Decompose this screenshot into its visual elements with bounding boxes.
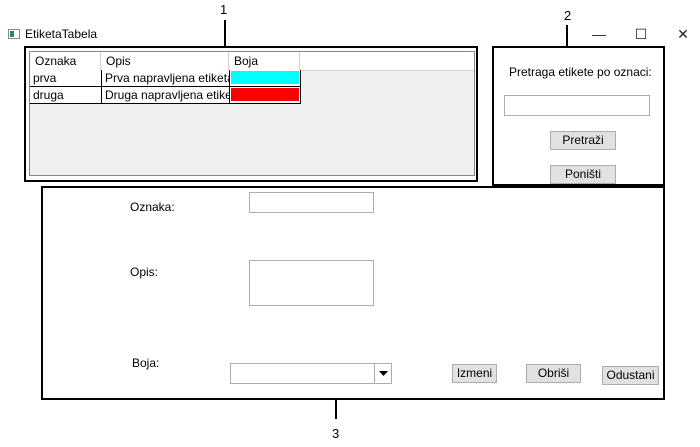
maximize-icon[interactable]: ☐ [634,26,648,42]
column-header-opis[interactable]: Opis [101,52,229,70]
labels-data-grid[interactable]: Oznaka Opis Boja prva Prva napravljena e… [29,51,475,176]
oznaka-field[interactable] [249,192,374,213]
region-search [492,46,665,186]
column-header-oznaka[interactable]: Oznaka [30,52,101,70]
window-title: EtiketaTabela [25,27,98,41]
callout-number-2: 2 [564,8,572,23]
search-label: Pretraga etikete po oznaci: [509,65,652,79]
boja-combobox[interactable] [230,363,392,384]
delete-button[interactable]: Obriši [526,364,581,383]
opis-label: Opis: [130,265,159,279]
grid-header: Oznaka Opis Boja [30,52,474,71]
search-button[interactable]: Pretraži [550,131,616,150]
minimize-icon[interactable]: — [592,26,606,42]
callout-number-3: 3 [332,426,340,441]
table-row[interactable]: prva Prva napravljena etiketa [30,70,474,87]
color-swatch [231,88,299,101]
edit-button[interactable]: Izmeni [452,364,497,383]
callout-line-2 [566,25,568,48]
close-icon[interactable]: ✕ [677,26,689,42]
chevron-down-icon[interactable] [374,364,391,383]
callout-line-3 [335,399,337,419]
cell-oznaka: prva [30,70,102,87]
region-form [41,186,665,400]
cell-oznaka: druga [30,87,102,104]
cell-opis: Druga napravljena etiketa [102,87,230,104]
app-icon [8,29,20,39]
search-input[interactable] [504,95,650,116]
table-row[interactable]: druga Druga napravljena etiketa [30,87,474,104]
boja-label: Boja: [132,356,160,370]
column-header-boja[interactable]: Boja [229,52,300,70]
cancel-button[interactable]: Odustani [602,366,659,385]
callout-number-1: 1 [220,2,228,17]
cell-boja [230,87,301,104]
region-grid [24,46,478,182]
opis-field[interactable] [249,260,374,306]
cell-boja [230,70,301,87]
callout-line-1 [224,20,226,48]
cell-opis: Prva napravljena etiketa [102,70,230,87]
color-swatch [231,71,299,84]
oznaka-label: Oznaka: [130,200,175,214]
reset-button[interactable]: Poništi [550,165,616,184]
